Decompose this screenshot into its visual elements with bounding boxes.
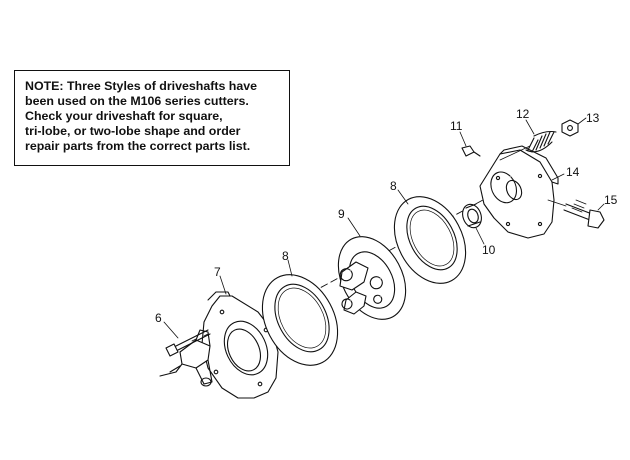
callout-leaders — [163, 117, 605, 339]
callout-9: 9 — [338, 207, 345, 221]
callout-8-left: 8 — [282, 249, 289, 263]
universal-joint-cross — [159, 329, 213, 387]
part-12-spring — [499, 130, 557, 161]
part-15-bolt — [547, 199, 605, 229]
part-8-friction-disc-right — [393, 196, 467, 284]
part-8-friction-disc-left — [261, 274, 339, 366]
callout-10: 10 — [482, 243, 496, 257]
note-box: NOTE: Three Styles of driveshafts have b… — [14, 70, 290, 166]
callout-7: 7 — [214, 265, 221, 279]
callout-8-right: 8 — [390, 179, 397, 193]
part-7-mounting-flange — [201, 291, 279, 399]
note-line: been used on the M106 series cutters. — [25, 94, 249, 108]
callout-14: 14 — [566, 165, 580, 179]
note-line: repair parts from the correct parts list… — [25, 139, 251, 153]
part-6-bolt — [165, 329, 211, 357]
note-line: Check your driveshaft for square, — [25, 109, 223, 123]
note-line: tri-lobe, or two-lobe shape and order — [25, 124, 241, 138]
part-11-screw — [461, 145, 481, 157]
part-9-yoke-hub — [337, 236, 407, 320]
callout-11: 11 — [450, 119, 463, 133]
note-line: NOTE: Three Styles of driveshafts have — [25, 79, 258, 93]
callout-15: 15 — [604, 193, 618, 207]
part-10-bushing — [462, 203, 482, 229]
callout-12: 12 — [516, 107, 530, 121]
callout-6: 6 — [155, 311, 162, 325]
part-14-pressure-plate — [479, 145, 559, 239]
callout-13: 13 — [586, 111, 600, 125]
part-13-nut — [561, 119, 579, 137]
